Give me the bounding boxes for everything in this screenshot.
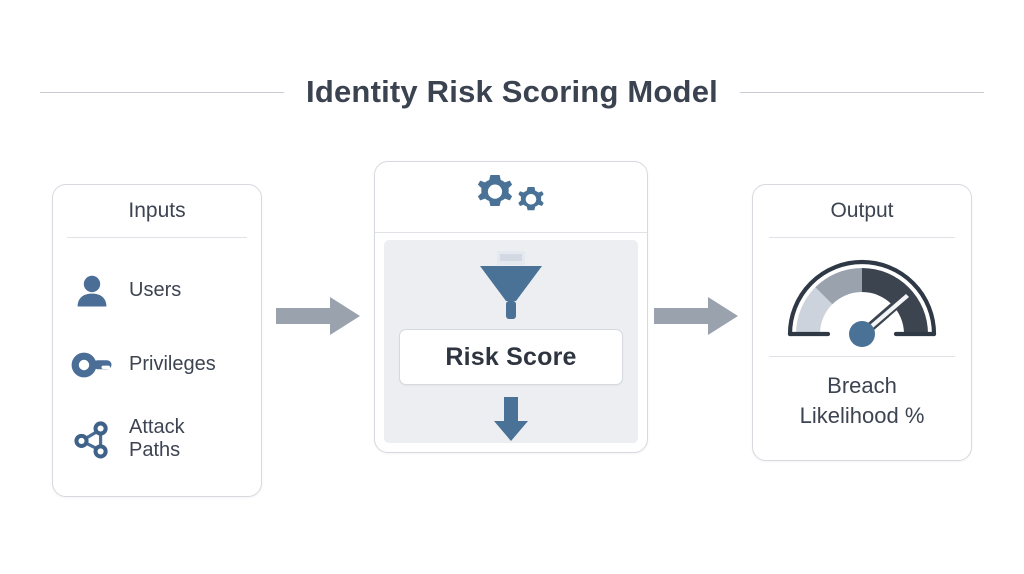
connector-engine-to-output <box>652 293 742 339</box>
output-panel: Output Breach Likelihood % <box>752 184 972 461</box>
output-caption: Breach Likelihood % <box>753 371 971 431</box>
inputs-panel: Inputs Users Privileges <box>52 184 262 497</box>
input-item-attack-paths[interactable]: Attack Paths <box>53 402 261 476</box>
output-caption-line-2: Likelihood % <box>799 402 925 428</box>
risk-score-box[interactable]: Risk Score <box>399 329 623 385</box>
user-icon <box>71 270 113 312</box>
right-arrow-icon <box>276 297 360 335</box>
input-item-label: Users <box>129 279 182 302</box>
engine-panel: Risk Score <box>374 161 648 453</box>
title-rule-left <box>40 91 285 93</box>
down-arrow-icon <box>494 397 528 441</box>
gears-icon <box>465 169 557 226</box>
input-item-users[interactable]: Users <box>53 254 261 328</box>
gauge-icon <box>787 259 937 347</box>
input-item-label: Privileges <box>129 353 216 376</box>
inputs-panel-heading: Inputs <box>128 199 186 222</box>
output-panel-divider-top <box>769 237 955 238</box>
title-rule-right <box>739 91 984 93</box>
down-arrow-wrapper <box>491 395 531 443</box>
key-icon <box>71 344 113 386</box>
inputs-panel-divider <box>67 237 247 238</box>
input-item-privileges[interactable]: Privileges <box>53 328 261 402</box>
output-panel-divider-bottom <box>769 356 955 357</box>
funnel-wrapper <box>473 248 549 329</box>
attack-paths-icon <box>71 418 113 460</box>
engine-panel-body: Risk Score <box>384 240 638 443</box>
risk-score-label: Risk Score <box>445 342 577 371</box>
page-title: Identity Risk Scoring Model <box>306 74 718 109</box>
output-caption-line-1: Breach <box>827 373 897 398</box>
title-row: Identity Risk Scoring Model <box>0 68 1024 116</box>
output-panel-heading: Output <box>830 199 894 222</box>
funnel-icon <box>480 250 542 319</box>
gauge-wrapper <box>753 238 971 356</box>
input-item-label: Attack Paths <box>129 415 185 461</box>
inputs-list: Users Privileges <box>53 238 261 476</box>
connector-inputs-to-engine <box>274 293 364 339</box>
engine-panel-header <box>375 162 647 232</box>
engine-panel-divider <box>375 232 647 233</box>
right-arrow-icon <box>654 297 738 335</box>
